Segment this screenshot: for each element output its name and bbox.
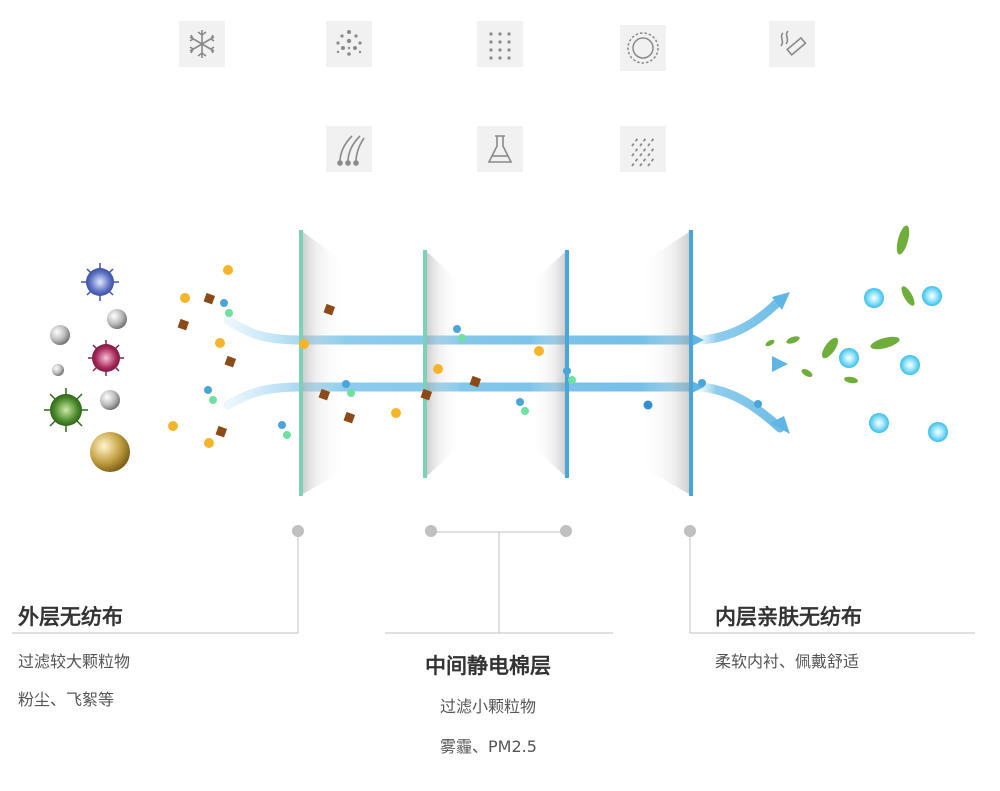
- rain-drizzle-icon: [620, 126, 666, 172]
- middle-layer-title: 中间静电棉层: [425, 654, 551, 678]
- gray-particle-icon: [107, 309, 127, 329]
- pollen-circle-icon: [620, 25, 666, 71]
- clean-air-bubble: [839, 348, 859, 368]
- gray-particle-icon: [100, 390, 120, 410]
- fine-particles-icon: [477, 21, 523, 67]
- clean-air-bubble: [869, 413, 889, 433]
- callout-dots: [292, 525, 696, 537]
- inner-skin-friendly-panel: [640, 230, 693, 496]
- arrow-head: [690, 380, 704, 394]
- dust-cloud-icon: [326, 21, 372, 67]
- electrostatic-cotton-panel: [423, 250, 569, 478]
- arrow-heads: [690, 292, 790, 434]
- arrow-head: [772, 356, 788, 372]
- leaf-icon: [844, 376, 858, 384]
- clean-air-bubble: [922, 286, 942, 306]
- outer-nonwoven-panel: [299, 230, 345, 496]
- clean-air-bubble: [928, 422, 948, 442]
- middle-layer-desc-1: 过滤小颗粒物: [440, 697, 537, 716]
- middle-layer-desc-2: 雾霾、PM2.5: [440, 737, 537, 756]
- leaf-icons: [765, 225, 915, 384]
- leaf-icon: [870, 336, 900, 350]
- inner-layer-title: 内层亲肤无纺布: [715, 605, 862, 629]
- airflow-path: [695, 295, 785, 345]
- outer-layer-title: 外层无纺布: [18, 605, 123, 629]
- chemical-flask-icon: [477, 126, 523, 172]
- arrow-head: [772, 292, 790, 310]
- leaf-icon: [901, 286, 915, 306]
- inner-layer-desc-1: 柔软内衬、佩戴舒适: [715, 652, 860, 671]
- brown-particles: [177, 292, 482, 438]
- leaf-icon: [821, 337, 839, 359]
- leaf-icon: [896, 225, 910, 255]
- gray-particle-icon: [50, 325, 70, 345]
- pollutant-cluster: [44, 263, 130, 472]
- arrow-head: [770, 416, 790, 434]
- hair-strands-icon: [326, 126, 372, 172]
- arrow-head: [690, 333, 704, 347]
- airflow-path: [695, 382, 785, 433]
- blue-virus-icon: [81, 263, 119, 301]
- outer-layer-desc-1: 过滤较大颗粒物: [18, 652, 131, 671]
- clean-air-bubble: [900, 355, 920, 375]
- snowflake-icon: [179, 21, 225, 67]
- clean-air-bubbles: [839, 286, 948, 442]
- green-virus-icon: [44, 388, 88, 432]
- molecule-particles: [204, 299, 762, 439]
- gold-particle-icon: [90, 432, 130, 472]
- gray-particle-icon: [52, 364, 64, 376]
- clean-air-bubble: [864, 288, 884, 308]
- leaf-icon: [801, 369, 813, 377]
- callout-connectors: [12, 531, 975, 634]
- leaf-icon: [765, 339, 775, 347]
- pink-virus-icon: [88, 340, 124, 376]
- leaf-icon: [786, 336, 800, 344]
- smoke-cigarette-icon: [769, 21, 815, 67]
- outer-layer-desc-2: 粉尘、飞絮等: [18, 690, 115, 709]
- yellow-particles: [168, 265, 544, 448]
